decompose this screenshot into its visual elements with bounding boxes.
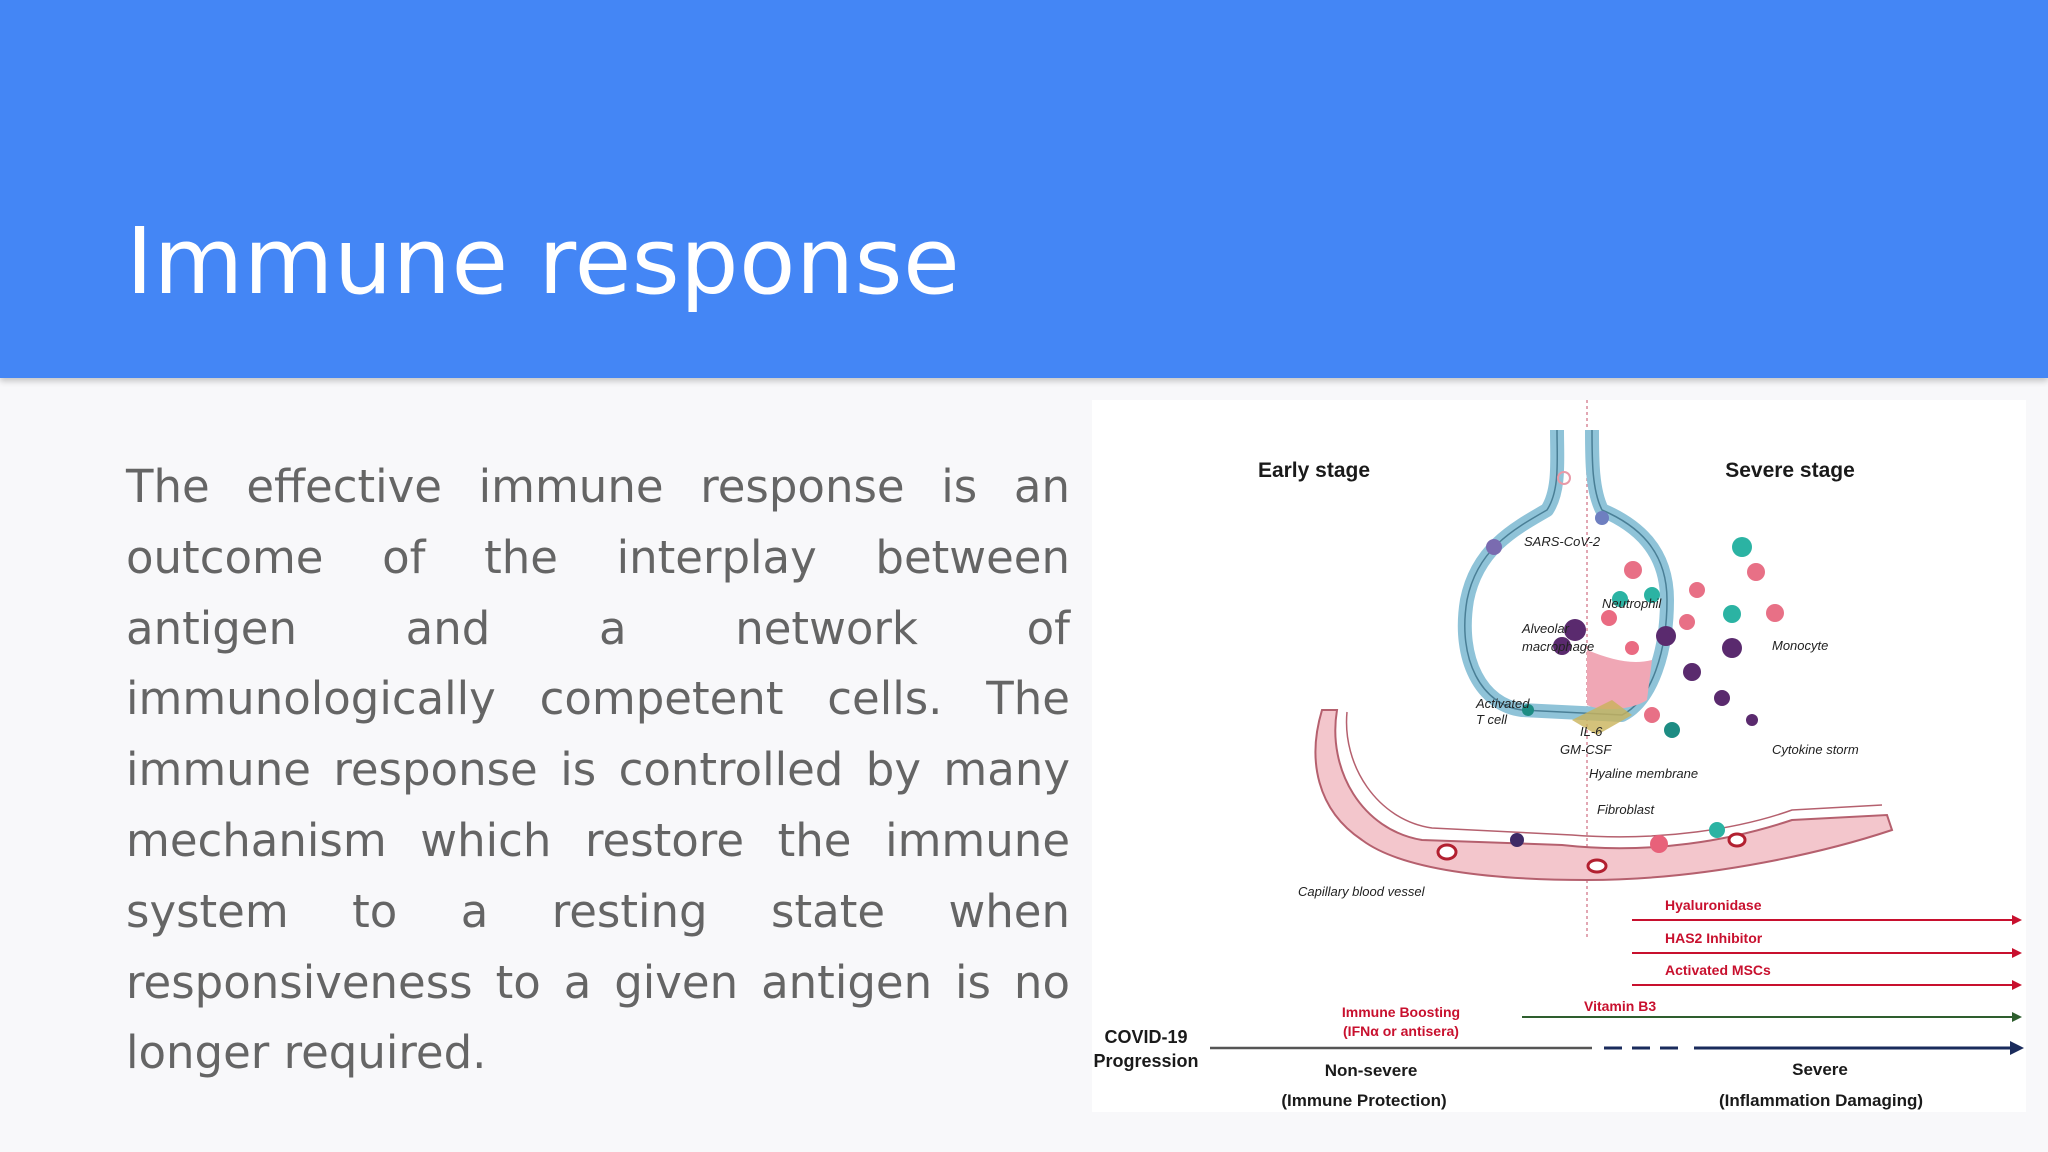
t-cell	[1564, 619, 1586, 641]
arrowhead-icon	[2012, 948, 2022, 958]
monocyte-cell	[1644, 587, 1660, 603]
arrowhead-icon	[2012, 915, 2022, 925]
red-blood-cell	[1586, 858, 1608, 874]
vessel-cell	[1664, 722, 1680, 738]
t-cell-label: T cell	[1476, 712, 1508, 727]
t-cell	[1656, 626, 1676, 646]
neutrophil-cell	[1601, 610, 1617, 626]
cytokine-storm-label: Cytokine storm	[1772, 742, 1859, 757]
early-stage-heading: Early stage	[1258, 459, 1370, 482]
slide-title: Immune response	[126, 208, 961, 315]
macrophage-label: macrophage	[1522, 639, 1594, 654]
severe-label: Severe	[1792, 1060, 1848, 1079]
hyaluronidase-label: Hyaluronidase	[1665, 897, 1762, 913]
inflammation-damaging-label: (Inflammation Damaging)	[1719, 1091, 1923, 1110]
monocyte-cell	[1732, 537, 1752, 557]
arrowhead-icon	[2012, 1012, 2022, 1022]
capillary-vessel	[1314, 709, 1894, 882]
vessel-cell	[1650, 835, 1668, 853]
neutrophil-cell	[1747, 563, 1765, 581]
title-bar: Immune response	[0, 0, 2048, 378]
neutrophil-cell	[1644, 707, 1660, 723]
has2-label: HAS2 Inhibitor	[1665, 930, 1763, 946]
cell-labels: SARS-CoV-2 Neutrophil Alveolar macrophag…	[1298, 534, 1859, 899]
hyaline-membrane	[1587, 650, 1652, 710]
covid-progression-label: COVID-19	[1104, 1027, 1187, 1047]
treatment-arrows: Hyaluronidase HAS2 Inhibitor Activated M…	[1342, 897, 2022, 1039]
monocyte-cell	[1723, 605, 1741, 623]
progression-label: Progression	[1093, 1051, 1198, 1071]
fibroblast-label: Fibroblast	[1597, 802, 1655, 817]
monocyte-cell	[1612, 591, 1628, 607]
activated-label: Activated	[1475, 696, 1530, 711]
neutrophil-cell	[1624, 561, 1642, 579]
neutrophil-cell	[1625, 641, 1639, 655]
capillary-label: Capillary blood vessel	[1298, 884, 1426, 899]
diagram-svg: Early stage Severe stage SARS-CoV-2 Neut…	[1093, 400, 2024, 1110]
red-blood-cell	[1727, 832, 1747, 848]
neutrophil-label: Neutrophil	[1602, 596, 1662, 611]
alveolar-macrophage-cell	[1486, 539, 1502, 555]
mscs-label: Activated MSCs	[1665, 962, 1771, 978]
virus-particle	[1595, 511, 1609, 525]
gmcsf-label: GM-CSF	[1560, 742, 1612, 757]
monocyte-label: Monocyte	[1772, 638, 1828, 653]
arrowhead-icon	[2012, 980, 2022, 990]
sars-label: SARS-CoV-2	[1524, 534, 1601, 549]
t-cell	[1746, 714, 1758, 726]
il6-label: IL-6	[1580, 724, 1603, 739]
alveolus	[1457, 429, 1674, 735]
progression-timeline: COVID-19 Progression Non-severe (Immune …	[1093, 1027, 2024, 1110]
t-cell	[1553, 637, 1571, 655]
vessel-cell	[1709, 822, 1725, 838]
immune-response-diagram: Early stage Severe stage SARS-CoV-2 Neut…	[1092, 400, 2026, 1112]
t-cell	[1714, 690, 1730, 706]
t-cell	[1683, 663, 1701, 681]
arrowhead-icon	[2010, 1041, 2024, 1055]
red-blood-cell	[1436, 843, 1458, 861]
neutrophil-cell	[1679, 614, 1695, 630]
t-cell	[1722, 638, 1742, 658]
non-severe-label: Non-severe	[1325, 1061, 1418, 1080]
vessel-cell	[1522, 704, 1534, 716]
virus-particle	[1557, 471, 1571, 485]
body-paragraph: The effective immune response is an outc…	[126, 460, 1070, 1080]
immune-boosting-label: Immune Boosting	[1342, 1004, 1460, 1020]
vitamin-b3-label: Vitamin B3	[1584, 998, 1656, 1014]
neutrophil-cell	[1766, 604, 1784, 622]
alveolar-label: Alveolar	[1521, 621, 1570, 636]
severe-stage-heading: Severe stage	[1725, 459, 1855, 482]
immune-boosting-sub-label: (IFNα or antisera)	[1343, 1023, 1459, 1039]
fibroblast	[1572, 700, 1632, 735]
immune-protection-label: (Immune Protection)	[1281, 1091, 1446, 1110]
vessel-cell	[1510, 833, 1524, 847]
hyaline-label: Hyaline membrane	[1589, 766, 1698, 781]
immune-cells	[1486, 471, 1784, 853]
neutrophil-cell	[1689, 582, 1705, 598]
